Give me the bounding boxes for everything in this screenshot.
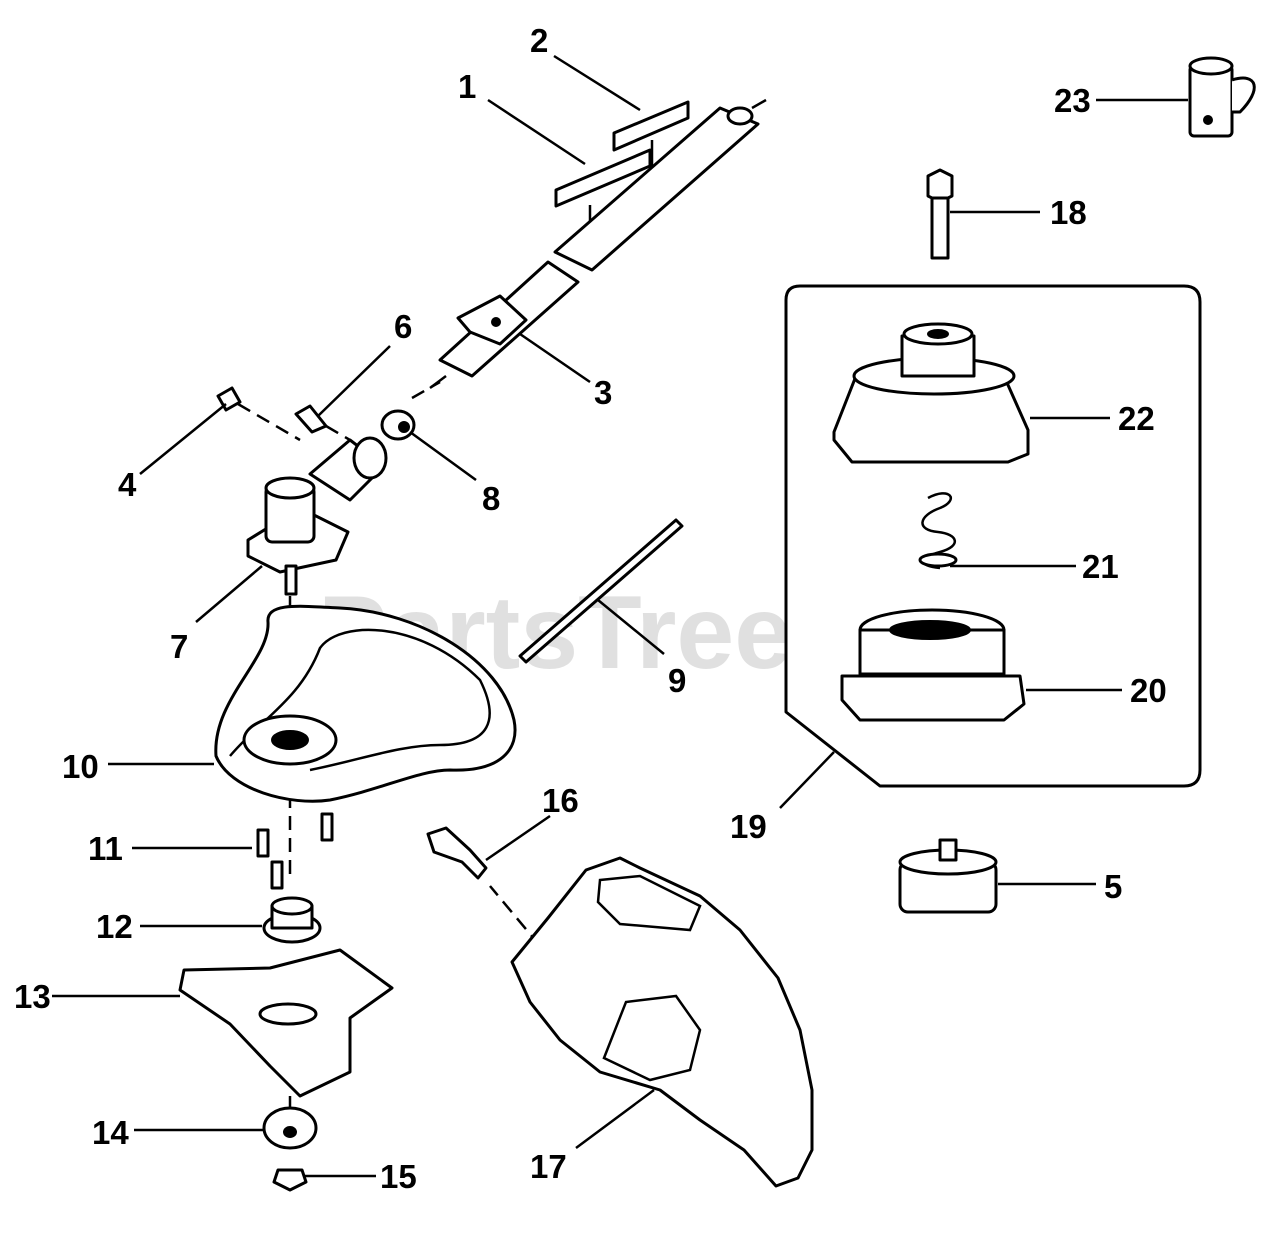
part-nut-15[interactable] — [272, 1168, 308, 1192]
callout-13[interactable]: 13 — [14, 978, 51, 1015]
part-decal-2[interactable] — [612, 100, 690, 152]
part-guard-10[interactable] — [214, 604, 517, 803]
part-bushing-8[interactable] — [380, 409, 416, 441]
part-bolt-18[interactable] — [926, 168, 954, 260]
part-spring-21[interactable] — [918, 492, 958, 570]
callout-labels: 1 2 3 4 5 6 7 8 9 10 11 12 13 14 15 16 1… — [14, 22, 1167, 1195]
callout-16[interactable]: 16 — [542, 782, 579, 819]
leader-lines — [52, 54, 1188, 1178]
part-rod-9[interactable] — [518, 518, 684, 664]
part-gear-head[interactable] — [246, 436, 388, 596]
part-decal-1[interactable] — [554, 148, 652, 208]
callout-23[interactable]: 23 — [1054, 82, 1091, 119]
callout-4[interactable]: 4 — [118, 466, 137, 503]
callout-14[interactable]: 14 — [92, 1114, 129, 1151]
callout-12[interactable]: 12 — [96, 908, 133, 945]
callout-22[interactable]: 22 — [1118, 400, 1155, 437]
part-adapter-12[interactable] — [262, 896, 322, 944]
callout-11[interactable]: 11 — [88, 830, 123, 867]
callout-18[interactable]: 18 — [1050, 194, 1087, 231]
callout-19[interactable]: 19 — [730, 808, 767, 845]
part-washer-14[interactable] — [262, 1106, 318, 1150]
part-lower-shaft[interactable] — [429, 260, 580, 389]
part-screws-11[interactable] — [256, 812, 334, 890]
callout-5[interactable]: 5 — [1104, 868, 1122, 905]
callout-6[interactable]: 6 — [394, 308, 412, 345]
part-screw-6[interactable] — [294, 404, 328, 434]
part-knob-5[interactable] — [898, 838, 998, 914]
callout-20[interactable]: 20 — [1130, 672, 1167, 709]
callout-9[interactable]: 9 — [668, 662, 686, 699]
part-wing-screw-16[interactable] — [426, 826, 488, 880]
callout-15[interactable]: 15 — [380, 1158, 417, 1195]
callout-3[interactable]: 3 — [594, 374, 612, 411]
part-spool-20[interactable] — [840, 608, 1026, 722]
callout-1[interactable]: 1 — [458, 68, 476, 105]
part-tool-23[interactable] — [1188, 56, 1256, 138]
part-shield-17[interactable] — [510, 856, 814, 1188]
part-upper-shaft[interactable] — [553, 98, 767, 272]
callout-7[interactable]: 7 — [170, 628, 188, 665]
callout-10[interactable]: 10 — [62, 748, 99, 785]
callout-8[interactable]: 8 — [482, 480, 500, 517]
part-blade-13[interactable] — [178, 948, 394, 1098]
part-cap-22[interactable] — [832, 322, 1030, 464]
callout-21[interactable]: 21 — [1082, 548, 1119, 585]
callout-2[interactable]: 2 — [530, 22, 548, 59]
callout-17[interactable]: 17 — [530, 1148, 567, 1185]
